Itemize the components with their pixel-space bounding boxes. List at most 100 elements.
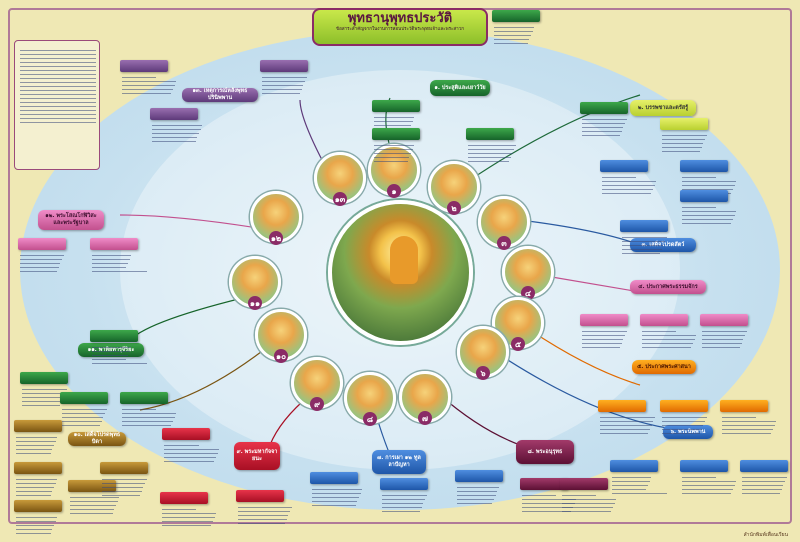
episode-number: ๘ [363,412,377,426]
sub-topic-box [162,428,210,440]
sub-topic-box [700,314,748,326]
episode-number: ๒ [447,201,461,215]
sub-topic-box [260,60,308,72]
sub-topic-box [520,478,568,490]
detail-text-block [468,142,524,165]
detail-text-block [722,414,778,437]
sub-topic-box [466,128,514,140]
detail-text-block [682,204,738,227]
detail-text-block [16,514,72,537]
detail-text-block [312,486,368,509]
sub-topic-box [600,160,648,172]
sub-topic-box [14,462,62,474]
episode-number: ๑๒ [269,231,283,245]
detail-text-block [92,344,148,367]
sub-topic-box [90,238,138,250]
node-10: ๑๐. เสด็จโปรดพุทธบิดา [68,432,126,446]
detail-text-block [382,492,438,515]
sub-topic-box [492,10,540,22]
detail-text-block [662,414,718,437]
intro-panel [14,40,100,170]
node-5: ๕. ประกาศพระศาสนา [632,360,696,374]
sub-topic-box [620,220,668,232]
detail-text-block [522,492,578,515]
episode-circle [229,256,281,308]
detail-text-block [22,386,78,409]
sub-topic-box [720,400,768,412]
sub-topic-box [660,400,708,412]
sub-topic-box [18,238,66,250]
detail-text-block [16,434,72,457]
sub-topic-box [100,462,148,474]
sub-topic-box [150,108,198,120]
episode-number: ๓ [497,236,511,250]
episode-number: ๗ [418,411,432,425]
node-1: ๑. ประสูติและเยาว์วัย [430,80,490,96]
detail-text-block [164,442,220,465]
sub-topic-box [90,330,138,342]
detail-text-block [582,116,638,139]
sub-topic-box [380,478,428,490]
detail-text-block [742,474,798,497]
sub-topic-box [160,492,208,504]
episode-circle [291,357,343,409]
detail-text-block [20,252,76,275]
title-main: พุทธานุพุทธประวัติ [347,11,453,26]
detail-text-block [70,494,126,517]
detail-text-block [602,174,658,197]
detail-text-block [494,24,550,47]
sub-topic-box [14,500,62,512]
detail-text-block [600,414,656,437]
intro-text-block [20,47,96,126]
sub-topic-box [236,490,284,502]
sub-topic-box [120,392,168,404]
detail-text-block [92,252,148,275]
detail-text-block [612,474,668,497]
detail-text-block [16,476,72,499]
sub-topic-box [660,118,708,130]
detail-text-block [62,406,118,429]
detail-text-block [122,406,178,429]
sub-topic-box [120,60,168,72]
sub-topic-box [14,420,62,432]
detail-text-block [622,234,678,257]
sub-topic-box [680,160,728,172]
sub-topic-box [560,478,608,490]
sub-topic-box [60,392,108,404]
detail-text-block [262,74,318,97]
sub-topic-box [680,460,728,472]
sub-topic-box [640,314,688,326]
detail-text-block [122,74,178,97]
title-subtitle: ข้อสาระสำคัญจากในงานการสอนประวัติพระพุทธ… [336,27,464,32]
detail-text-block [374,142,430,165]
node-13: ๑๓. เหตุการณ์หลังพุทธปรินิพพาน [182,88,258,102]
detail-text-block [642,328,698,351]
episode-number: ๑๓ [333,192,347,206]
sub-topic-box [610,460,658,472]
sub-topic-box [580,314,628,326]
episode-number: ๕ [511,337,525,351]
sub-topic-box [580,102,628,114]
detail-text-block [102,476,158,499]
publisher-footer: สำนักพิมพ์เพื่อนเรียน [743,532,788,538]
episode-number: ๔ [521,286,535,300]
sub-topic-box [372,100,420,112]
buddha-teaching-icon [390,236,418,284]
sub-topic-box [740,460,788,472]
detail-text-block [582,328,638,351]
node-12: ๑๒. พระโสณโกฬิวิสะ และพระรัฐบาล [38,210,104,230]
node-8: ๘. พระอนุรุทธ [516,440,574,464]
detail-text-block [682,474,738,497]
detail-text-block [238,504,294,527]
detail-text-block [562,492,618,515]
sub-topic-box [372,128,420,140]
node-4: ๔. ประกาศพระธรรมจักร [630,280,706,294]
detail-text-block [457,484,513,507]
sub-topic-box [598,400,646,412]
detail-text-block [152,122,208,145]
sub-topic-box [680,190,728,202]
node-9: ๙. พระมหากัจจายนะ [234,442,280,470]
node-7: ๗. การเผา ๑๒ ทูลลาปัญหา [372,450,426,474]
episode-number: ๖ [476,366,490,380]
sub-topic-box [310,472,358,484]
